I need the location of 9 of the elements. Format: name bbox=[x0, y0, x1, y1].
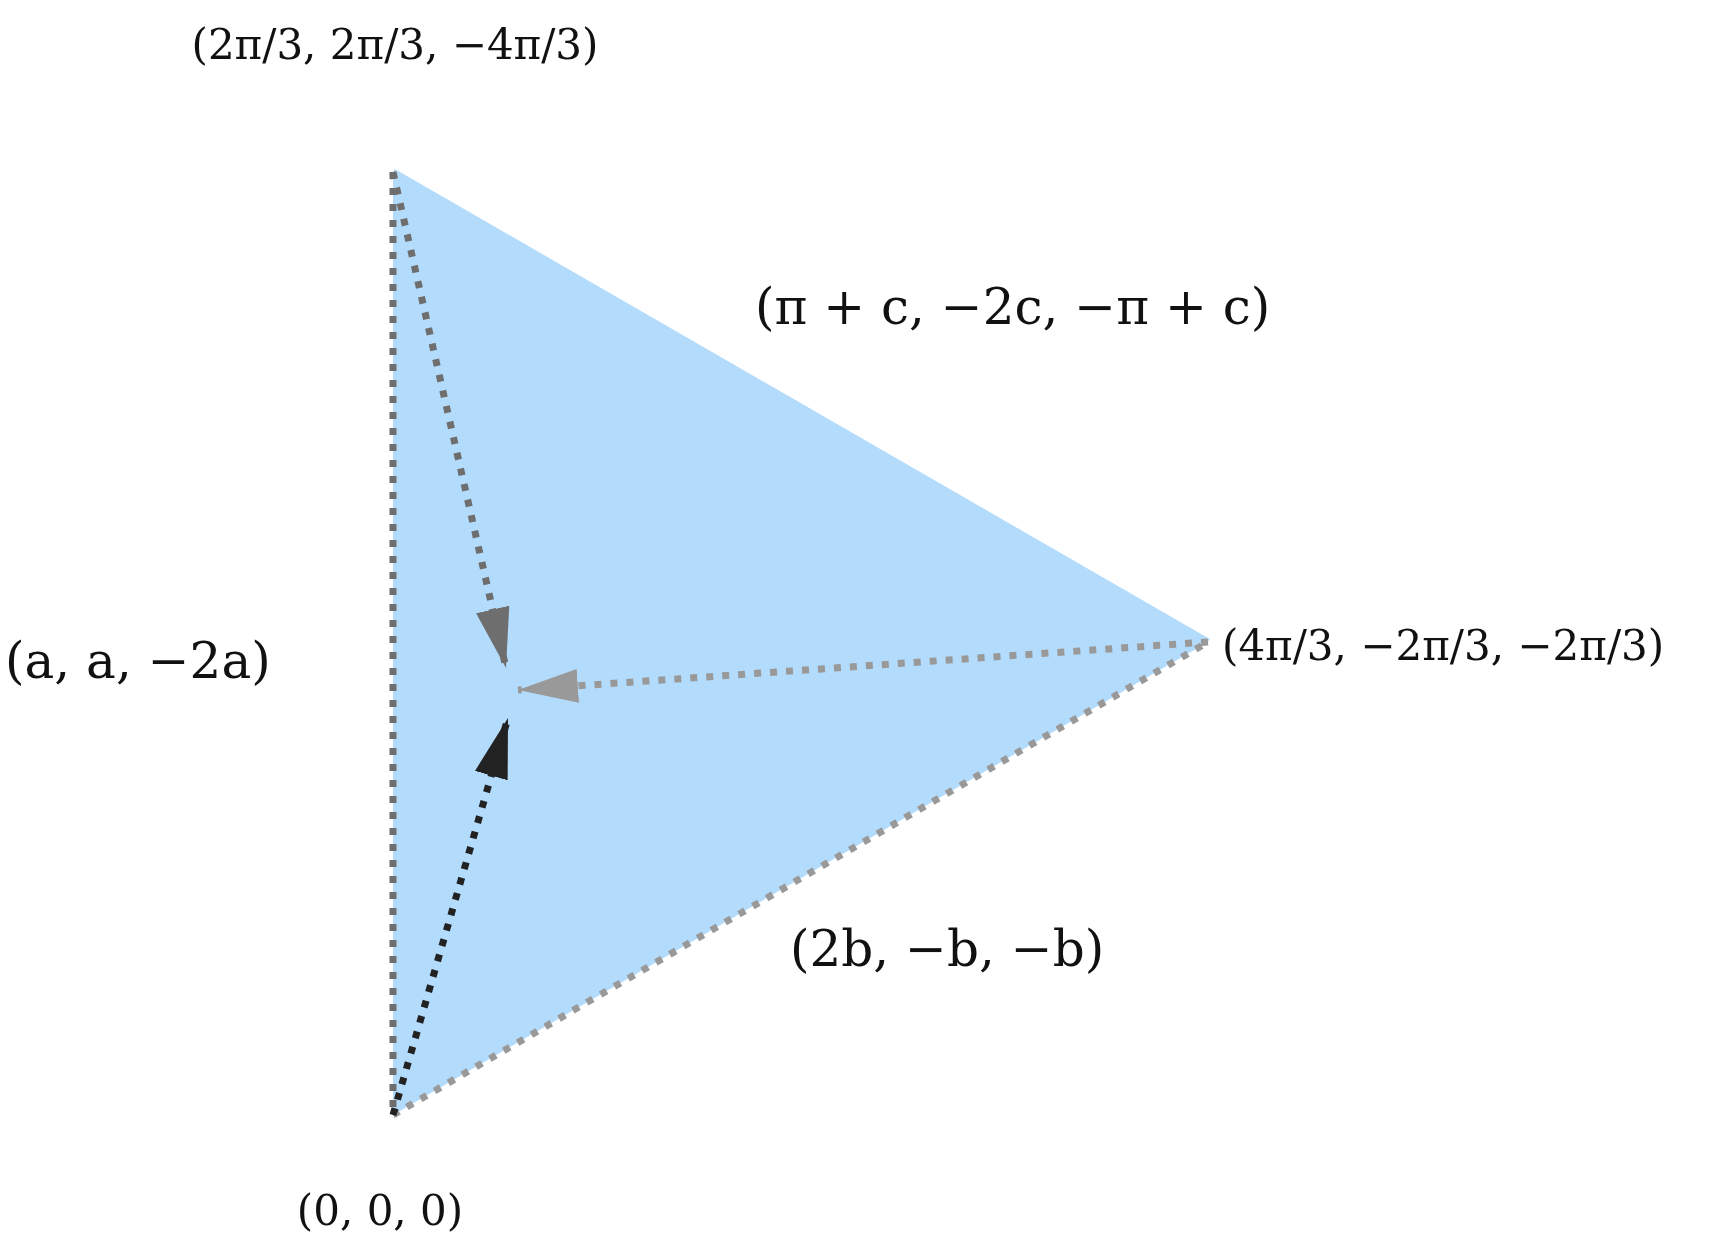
arrow bbox=[517, 638, 1209, 703]
edge-label: (π + c, −2c, −π + c) bbox=[755, 278, 1271, 336]
arrow bbox=[389, 717, 512, 1116]
vertex-label: (2π/3, 2π/3, −4π/3) bbox=[191, 20, 599, 69]
vertex-label: (0, 0, 0) bbox=[296, 1186, 464, 1235]
edge-label: (a, a, −2a) bbox=[5, 632, 271, 690]
vertex-label: (4π/3, −2π/3, −2π/3) bbox=[1222, 620, 1665, 670]
arrow bbox=[389, 171, 510, 669]
edge-label: (2b, −b, −b) bbox=[790, 920, 1105, 978]
